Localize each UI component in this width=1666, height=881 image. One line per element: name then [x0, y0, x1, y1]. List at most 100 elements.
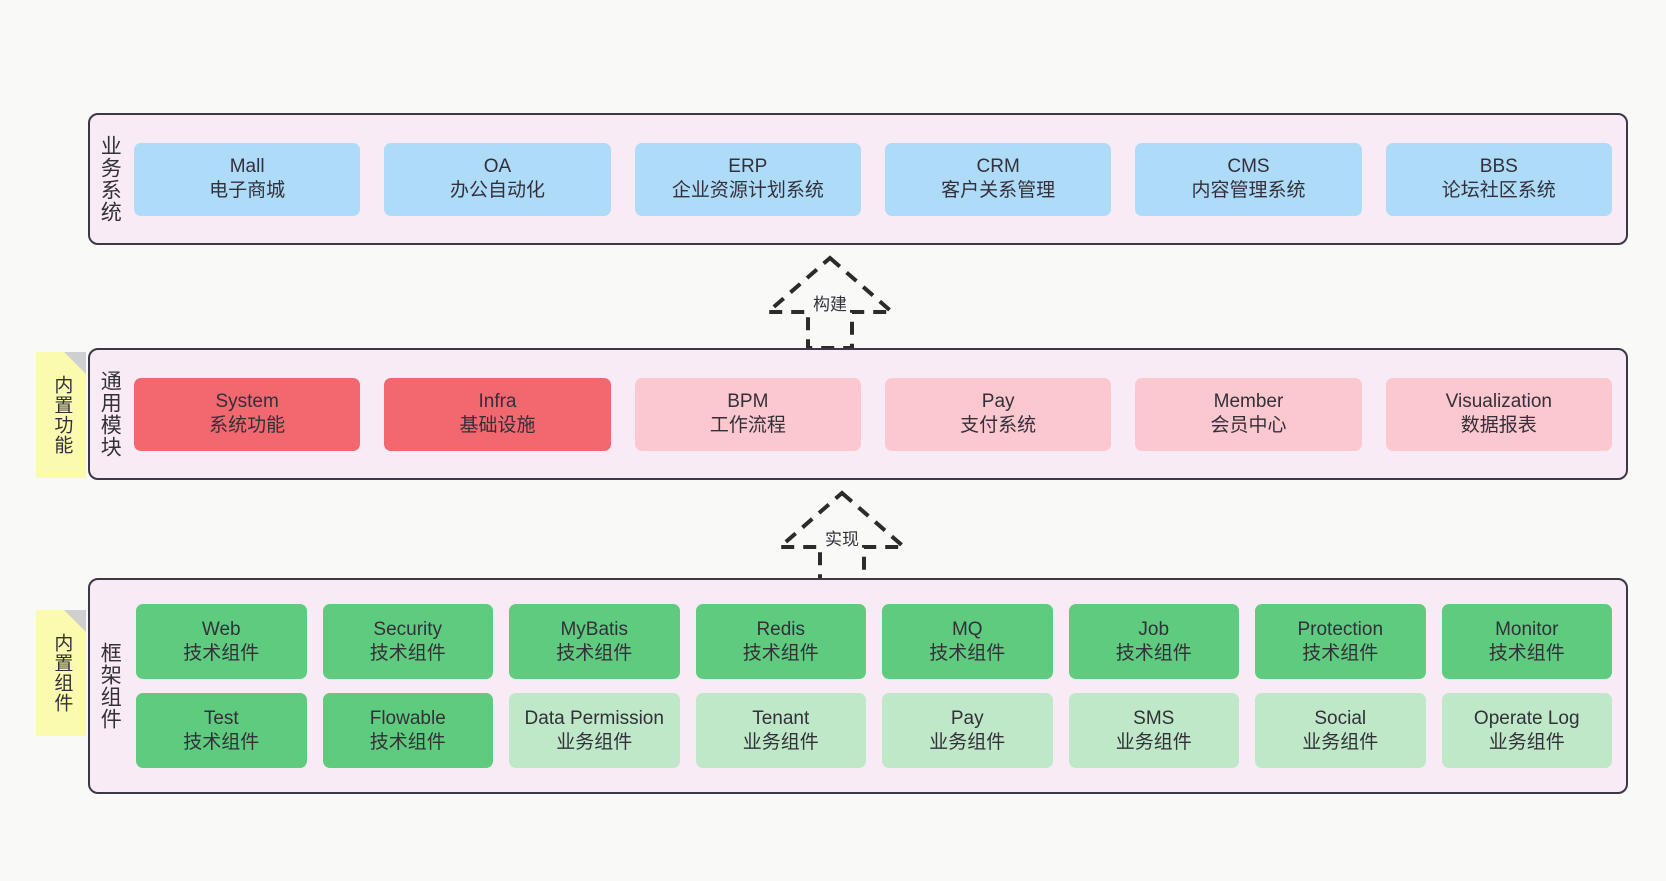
card-subtitle: 工作流程	[709, 415, 786, 436]
card-mq[interactable]: MQ 技术组件	[882, 604, 1053, 679]
card-subtitle: 业务组件	[1115, 731, 1192, 753]
card-title: Visualization	[1445, 391, 1552, 413]
card-row: Web 技术组件 Security 技术组件 MyBatis 技术组件 Redi…	[136, 604, 1612, 679]
card-subtitle: 业务组件	[1488, 731, 1565, 753]
card-subtitle: 技术组件	[369, 731, 446, 753]
card-title: Pay	[981, 391, 1015, 413]
card-sms[interactable]: SMS 业务组件	[1068, 693, 1239, 768]
layer-panel-modules: 通用模块 System 系统功能 Infra 基础设施 BPM 工作流程 Pay…	[88, 348, 1628, 480]
card-oa[interactable]: OA 办公自动化	[384, 142, 611, 216]
card-bbs[interactable]: BBS 论坛社区系统	[1385, 142, 1612, 216]
card-web[interactable]: Web 技术组件	[136, 604, 307, 679]
card-subtitle: 基础设施	[459, 415, 536, 436]
card-system[interactable]: System 系统功能	[134, 377, 361, 451]
card-title: CMS	[1227, 156, 1270, 178]
card-subtitle: 电子商城	[209, 180, 286, 201]
card-pay[interactable]: Pay 支付系统	[884, 377, 1112, 451]
card-title: Member	[1213, 391, 1284, 413]
card-title: Tenant	[752, 707, 810, 729]
card-job[interactable]: Job 技术组件	[1068, 604, 1239, 679]
layer-title-business: 业务系统	[98, 135, 122, 223]
card-title: Data Permission	[524, 707, 664, 729]
arrow-build: 构建	[740, 252, 920, 352]
arrow-realize-label: 实现	[825, 530, 859, 549]
sticky-note-label: 内置功能	[51, 375, 73, 455]
card-subtitle: 技术组件	[929, 642, 1006, 664]
card-title: MQ	[951, 618, 983, 640]
card-subtitle: 技术组件	[183, 731, 260, 753]
card-mall[interactable]: Mall 电子商城	[134, 142, 361, 216]
arrow-build-label: 构建	[813, 295, 847, 314]
card-title: Security	[373, 618, 443, 640]
card-title: BBS	[1479, 156, 1518, 178]
card-erp[interactable]: ERP 企业资源计划系统	[634, 142, 861, 216]
card-subtitle: 系统功能	[209, 415, 286, 436]
sticky-note-builtin-features: 内置功能	[36, 352, 86, 478]
card-title: Redis	[756, 618, 806, 640]
card-member[interactable]: Member 会员中心	[1135, 377, 1362, 451]
card-row: Test 技术组件 Flowable 技术组件 Data Permission …	[136, 693, 1612, 768]
card-subtitle: 企业资源计划系统	[671, 180, 824, 201]
card-test[interactable]: Test 技术组件	[136, 693, 307, 768]
card-subtitle: 技术组件	[1488, 642, 1565, 664]
card-subtitle: 办公自动化	[449, 180, 545, 201]
card-subtitle: 业务组件	[929, 731, 1006, 753]
arrow-realize: 实现	[752, 487, 932, 587]
card-title: Test	[203, 707, 239, 729]
card-tenant[interactable]: Tenant 业务组件	[695, 693, 866, 768]
card-subtitle: 业务组件	[1302, 731, 1379, 753]
sticky-note-builtin-components: 内置组件	[36, 610, 86, 736]
card-title: CRM	[976, 156, 1020, 178]
card-title: MyBatis	[560, 618, 629, 640]
card-pay-component[interactable]: Pay 业务组件	[882, 693, 1053, 768]
card-infra[interactable]: Infra 基础设施	[384, 377, 611, 451]
card-title: BPM	[727, 391, 769, 413]
card-subtitle: 业务组件	[556, 731, 633, 753]
card-security[interactable]: Security 技术组件	[322, 604, 493, 679]
card-subtitle: 支付系统	[960, 415, 1037, 436]
layer-title-framework: 框架组件	[98, 642, 122, 730]
fold-corner-icon	[64, 610, 86, 632]
card-title: Monitor	[1495, 618, 1559, 640]
card-data-permission[interactable]: Data Permission 业务组件	[509, 693, 680, 768]
fold-corner-icon	[64, 352, 86, 374]
layer-body-modules: System 系统功能 Infra 基础设施 BPM 工作流程 Pay 支付系统…	[128, 350, 1626, 478]
card-monitor[interactable]: Monitor 技术组件	[1441, 604, 1612, 679]
card-mybatis[interactable]: MyBatis 技术组件	[509, 604, 680, 679]
card-subtitle: 客户关系管理	[941, 180, 1056, 201]
card-title: Flowable	[369, 707, 446, 729]
card-row: Mall 电子商城 OA 办公自动化 ERP 企业资源计划系统 CRM 客户关系…	[134, 142, 1612, 216]
card-row: System 系统功能 Infra 基础设施 BPM 工作流程 Pay 支付系统…	[134, 377, 1612, 451]
card-subtitle: 会员中心	[1210, 415, 1287, 436]
card-cms[interactable]: CMS 内容管理系统	[1135, 142, 1362, 216]
layer-title-modules: 通用模块	[98, 370, 122, 458]
card-subtitle: 技术组件	[1115, 642, 1192, 664]
card-crm[interactable]: CRM 客户关系管理	[884, 142, 1112, 216]
card-title: SMS	[1133, 707, 1175, 729]
card-title: Job	[1138, 618, 1170, 640]
card-title: Mall	[229, 156, 265, 178]
card-subtitle: 技术组件	[1302, 642, 1379, 664]
card-title: Social	[1314, 707, 1367, 729]
layer-body-framework: Web 技术组件 Security 技术组件 MyBatis 技术组件 Redi…	[128, 580, 1626, 792]
card-operate-log[interactable]: Operate Log 业务组件	[1441, 693, 1612, 768]
card-bpm[interactable]: BPM 工作流程	[634, 377, 861, 451]
card-title: Operate Log	[1473, 707, 1580, 729]
card-visualization[interactable]: Visualization 数据报表	[1385, 377, 1612, 451]
card-social[interactable]: Social 业务组件	[1255, 693, 1426, 768]
card-title: Protection	[1297, 618, 1384, 640]
card-subtitle: 技术组件	[183, 642, 260, 664]
card-title: Infra	[478, 391, 517, 413]
card-title: ERP	[728, 156, 768, 178]
layer-panel-business: 业务系统 Mall 电子商城 OA 办公自动化 ERP 企业资源计划系统 CRM…	[88, 113, 1628, 245]
card-redis[interactable]: Redis 技术组件	[695, 604, 866, 679]
card-subtitle: 内容管理系统	[1191, 180, 1306, 201]
card-subtitle: 技术组件	[556, 642, 633, 664]
card-subtitle: 业务组件	[742, 731, 819, 753]
card-title: System	[215, 391, 279, 413]
card-protection[interactable]: Protection 技术组件	[1255, 604, 1426, 679]
sticky-note-label: 内置组件	[51, 633, 73, 713]
card-flowable[interactable]: Flowable 技术组件	[322, 693, 493, 768]
card-title: OA	[483, 156, 512, 178]
card-title: Pay	[950, 707, 984, 729]
